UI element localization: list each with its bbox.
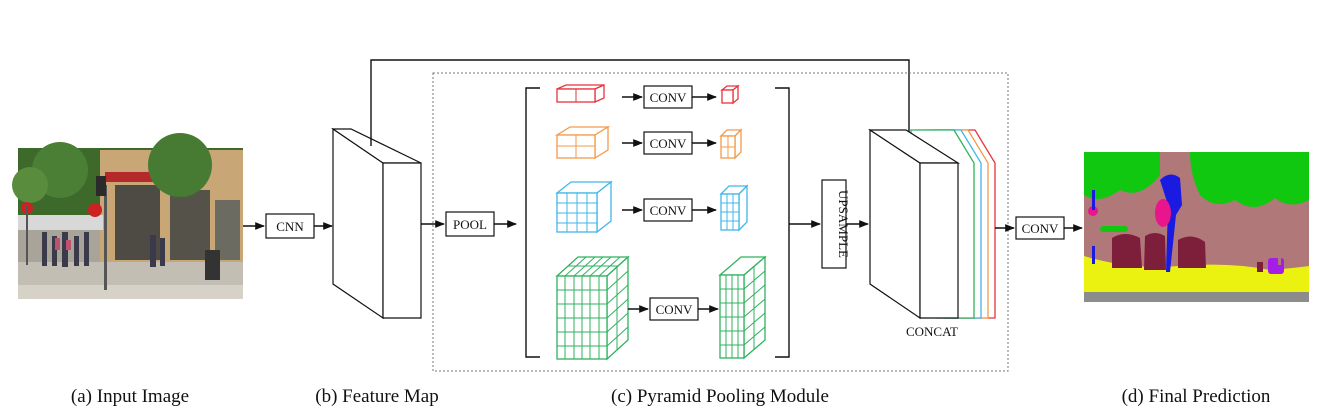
pyramid-level-4: CONV (555, 255, 767, 361)
conv-label-2: CONV (650, 136, 687, 151)
pyramid-module-frame (432, 72, 1009, 372)
concat-stack (868, 128, 996, 320)
conv-label-1: CONV (650, 90, 687, 105)
conv-label-4: CONV (656, 302, 693, 317)
upsample-label: UPSAMPLE (836, 190, 851, 258)
input-image (12, 133, 243, 299)
pyramid-level-2: CONV (554, 125, 743, 160)
final-conv-label: CONV (1022, 221, 1059, 236)
pooled-feature-green (555, 255, 630, 361)
pool-label: POOL (453, 217, 487, 232)
caption-pyramid-pooling-module: (c) Pyramid Pooling Module (611, 386, 829, 407)
upsample-box (821, 179, 847, 269)
skip-connection-arrow (370, 59, 913, 156)
pooled-feature-cyan (555, 180, 613, 234)
pooled-feature-red (556, 83, 605, 104)
pyramid-level-3: CONV (555, 180, 749, 234)
caption-feature-map: (b) Feature Map (315, 386, 438, 407)
caption-final-prediction: (d) Final Prediction (1122, 386, 1271, 407)
feature-map (331, 127, 422, 320)
left-bracket (525, 87, 540, 358)
caption-input-image: (a) Input Image (71, 386, 189, 407)
cnn-box (265, 213, 315, 239)
final-prediction-image (1084, 152, 1309, 302)
reduced-feature-green (718, 255, 767, 360)
pyramid-level-1: CONV (556, 83, 740, 109)
reduced-feature-orange (719, 128, 743, 160)
right-bracket (775, 87, 790, 358)
conv-label-3: CONV (650, 203, 687, 218)
pooled-feature-orange (554, 125, 611, 160)
concat-label: CONCAT (906, 324, 958, 339)
cnn-label: CNN (276, 219, 304, 234)
reduced-feature-cyan (719, 184, 749, 232)
reduced-feature-red (720, 84, 740, 105)
